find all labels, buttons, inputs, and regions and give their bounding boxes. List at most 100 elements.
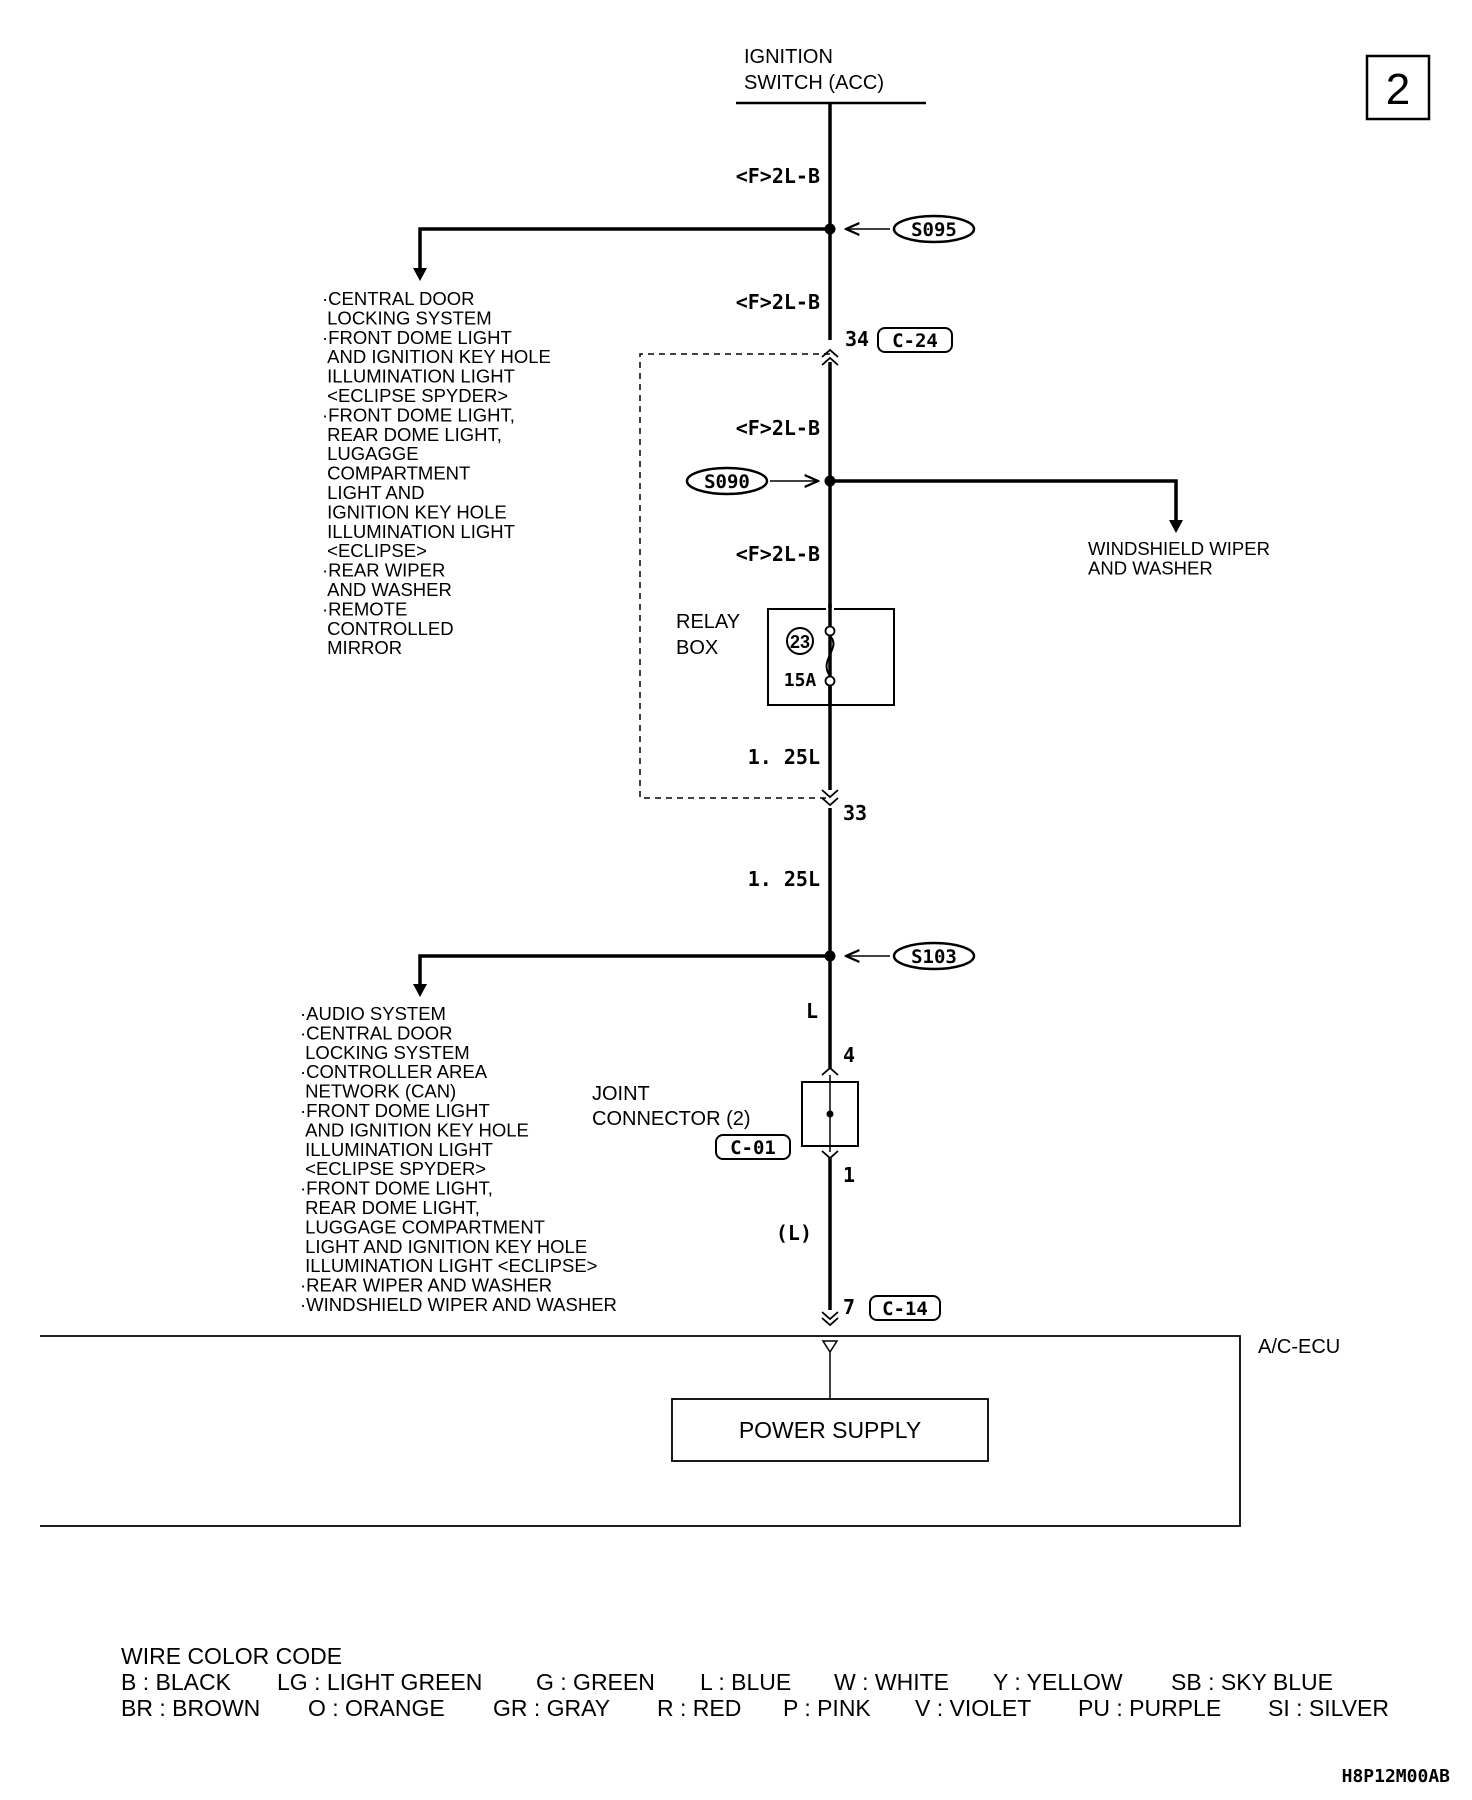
legend-item-row1-6: SB : SKY BLUE <box>1171 1669 1333 1695</box>
legend-item-row2-0: BR : BROWN <box>121 1695 260 1721</box>
legend-item-row1-5: Y : YELLOW <box>993 1669 1123 1695</box>
connector-label-c14: C-14 <box>882 1298 928 1320</box>
wire-label-6: 1. 25L <box>748 867 820 891</box>
branch-bottom-left-item-3: ·CONTROLLER AREA <box>300 1061 488 1082</box>
legend-item-row1-3: L : BLUE <box>700 1669 791 1695</box>
branch-top-left-item-0: ·CENTRAL DOOR <box>322 288 474 309</box>
legend-item-row1-2: G : GREEN <box>536 1669 655 1695</box>
branch-bottom-left-item-12: LIGHT AND IGNITION KEY HOLE <box>300 1236 587 1257</box>
branch-bottom-left-item-4: NETWORK (CAN) <box>300 1081 456 1102</box>
connector-pin-7: 7 <box>843 1295 855 1319</box>
branch-arrow-bottom-left <box>413 984 427 997</box>
branch-bottom-left-item-9: ·FRONT DOME LIGHT, <box>300 1178 493 1199</box>
branch-arrow-right <box>1169 520 1183 533</box>
branch-top-left-item-17: CONTROLLED <box>322 618 454 639</box>
legend-row-2: BR : BROWN O : ORANGE GR : GRAY R : RED P : … <box>121 1695 1389 1721</box>
relay-box-dashed-outline <box>639 353 830 799</box>
wire-label-8: (L) <box>776 1221 812 1245</box>
wire-label-2: <F>2L-B <box>736 290 820 314</box>
branch-top-left-item-12: ILLUMINATION LIGHT <box>322 521 515 542</box>
branch-wire-top-left <box>418 227 830 270</box>
branch-bottom-left-list: ·AUDIO SYSTEM·CENTRAL DOOR LOCKING SYSTE… <box>300 1003 617 1315</box>
branch-bottom-left-item-15: ·WINDSHIELD WIPER AND WASHER <box>300 1294 617 1315</box>
legend-item-row2-7: SI : SILVER <box>1268 1695 1389 1721</box>
wire-label-5: 1. 25L <box>748 745 820 769</box>
splice-s095 <box>892 214 976 244</box>
joint-connector-label-1: JOINT <box>592 1083 650 1105</box>
branch-top-left-item-4: ILLUMINATION LIGHT <box>322 366 515 387</box>
connector-pin-1: 1 <box>843 1163 855 1187</box>
branch-top-left-item-9: COMPARTMENT <box>322 463 470 484</box>
legend-item-row2-2: GR : GRAY <box>493 1695 610 1721</box>
joint-connector-dot <box>826 1110 834 1118</box>
source-label-2: SWITCH (ACC) <box>744 72 884 94</box>
branch-wire-bottom-left <box>418 954 830 986</box>
ecu-outline <box>40 1335 1241 1527</box>
connector-badge-c24 <box>877 327 953 353</box>
legend-item-row2-1: O : ORANGE <box>308 1695 445 1721</box>
splice-label-s103: S103 <box>911 946 957 968</box>
branch-top-left-item-7: REAR DOME LIGHT, <box>322 424 502 445</box>
legend-item-row2-6: PU : PURPLE <box>1078 1695 1221 1721</box>
legend-item-row1-4: W : WHITE <box>834 1669 949 1695</box>
relay-box-label-2: BOX <box>676 637 718 659</box>
ecu-name: A/C-ECU <box>1258 1336 1340 1358</box>
branch-bottom-left-item-13: ILLUMINATION LIGHT <ECLIPSE> <box>300 1255 597 1276</box>
splice-label-s090: S090 <box>704 471 750 493</box>
fuse-icon <box>825 635 835 677</box>
branch-top-left-item-1: LOCKING SYSTEM <box>322 307 492 328</box>
branch-bottom-left-item-0: ·AUDIO SYSTEM <box>300 1003 446 1024</box>
connector-mark-33 <box>821 789 839 807</box>
branch-top-left-item-5: <ECLIPSE SPYDER> <box>322 385 508 406</box>
branch-arrow-top-left <box>413 268 427 281</box>
splice-s090 <box>685 466 769 496</box>
branch-top-left-item-8: LUGAGGE <box>322 443 419 464</box>
wire-label-4: <F>2L-B <box>736 542 820 566</box>
legend-title: WIRE COLOR CODE <box>121 1643 342 1669</box>
branch-wire-right <box>830 479 1178 522</box>
fuse-number: 23 <box>790 632 810 652</box>
branch-bottom-left-item-10: REAR DOME LIGHT, <box>300 1197 480 1218</box>
branch-bottom-left-item-14: ·REAR WIPER AND WASHER <box>300 1275 552 1296</box>
connector-badge-c14 <box>869 1295 941 1321</box>
branch-bottom-left-item-5: ·FRONT DOME LIGHT <box>300 1100 490 1121</box>
splice-label-s095: S095 <box>911 219 957 241</box>
branch-top-left-item-11: IGNITION KEY HOLE <box>322 501 507 522</box>
branch-top-left-item-6: ·FRONT DOME LIGHT, <box>322 404 515 425</box>
connector-badge-c01 <box>715 1134 791 1160</box>
figure-code: H8P12M00AB <box>1342 1766 1451 1787</box>
fuse-rating: 15A <box>784 670 817 691</box>
branch-top-left-list: ·CENTRAL DOOR LOCKING SYSTEM·FRONT DOME … <box>322 288 551 658</box>
joint-connector-mark-bottom <box>821 1150 839 1160</box>
branch-right-item-1: AND WASHER <box>1088 557 1213 578</box>
page-number: 2 <box>1386 65 1410 114</box>
branch-bottom-left-item-1: ·CENTRAL DOOR <box>300 1022 452 1043</box>
branch-bottom-left-item-2: LOCKING SYSTEM <box>300 1042 470 1063</box>
joint-connector-label-2: CONNECTOR (2) <box>592 1108 751 1130</box>
wire-label-1: <F>2L-B <box>736 164 820 188</box>
connector-label-c01: C-01 <box>730 1137 776 1159</box>
fuse-terminal-top <box>824 625 836 637</box>
legend-item-row2-3: R : RED <box>657 1695 741 1721</box>
branch-top-left-item-16: ·REMOTE <box>322 598 407 619</box>
ecu-terminal-mark <box>821 1340 839 1354</box>
branch-top-left-item-3: AND IGNITION KEY HOLE <box>322 346 551 367</box>
power-supply-label: POWER SUPPLY <box>739 1417 921 1443</box>
legend-item-row2-4: P : PINK <box>783 1695 871 1721</box>
branch-top-left-item-2: ·FRONT DOME LIGHT <box>322 327 512 348</box>
connector-pin-4: 4 <box>843 1043 855 1067</box>
legend-item-row1-1: LG : LIGHT GREEN <box>277 1669 482 1695</box>
branch-top-left-item-10: LIGHT AND <box>322 482 424 503</box>
page-number-box <box>1365 54 1431 121</box>
branch-bottom-left-item-7: ILLUMINATION LIGHT <box>300 1139 493 1160</box>
legend-item-row2-5: V : VIOLET <box>915 1695 1031 1721</box>
branch-top-left-item-14: ·REAR WIPER <box>322 560 445 581</box>
wire-label-3: <F>2L-B <box>736 416 820 440</box>
power-supply-block <box>671 1398 989 1462</box>
source-label-1: IGNITION <box>744 46 833 68</box>
branch-top-left-item-13: <ECLIPSE> <box>322 540 427 561</box>
branch-bottom-left-item-8: <ECLIPSE SPYDER> <box>300 1158 486 1179</box>
connector-pin-34: 34 <box>845 327 869 351</box>
